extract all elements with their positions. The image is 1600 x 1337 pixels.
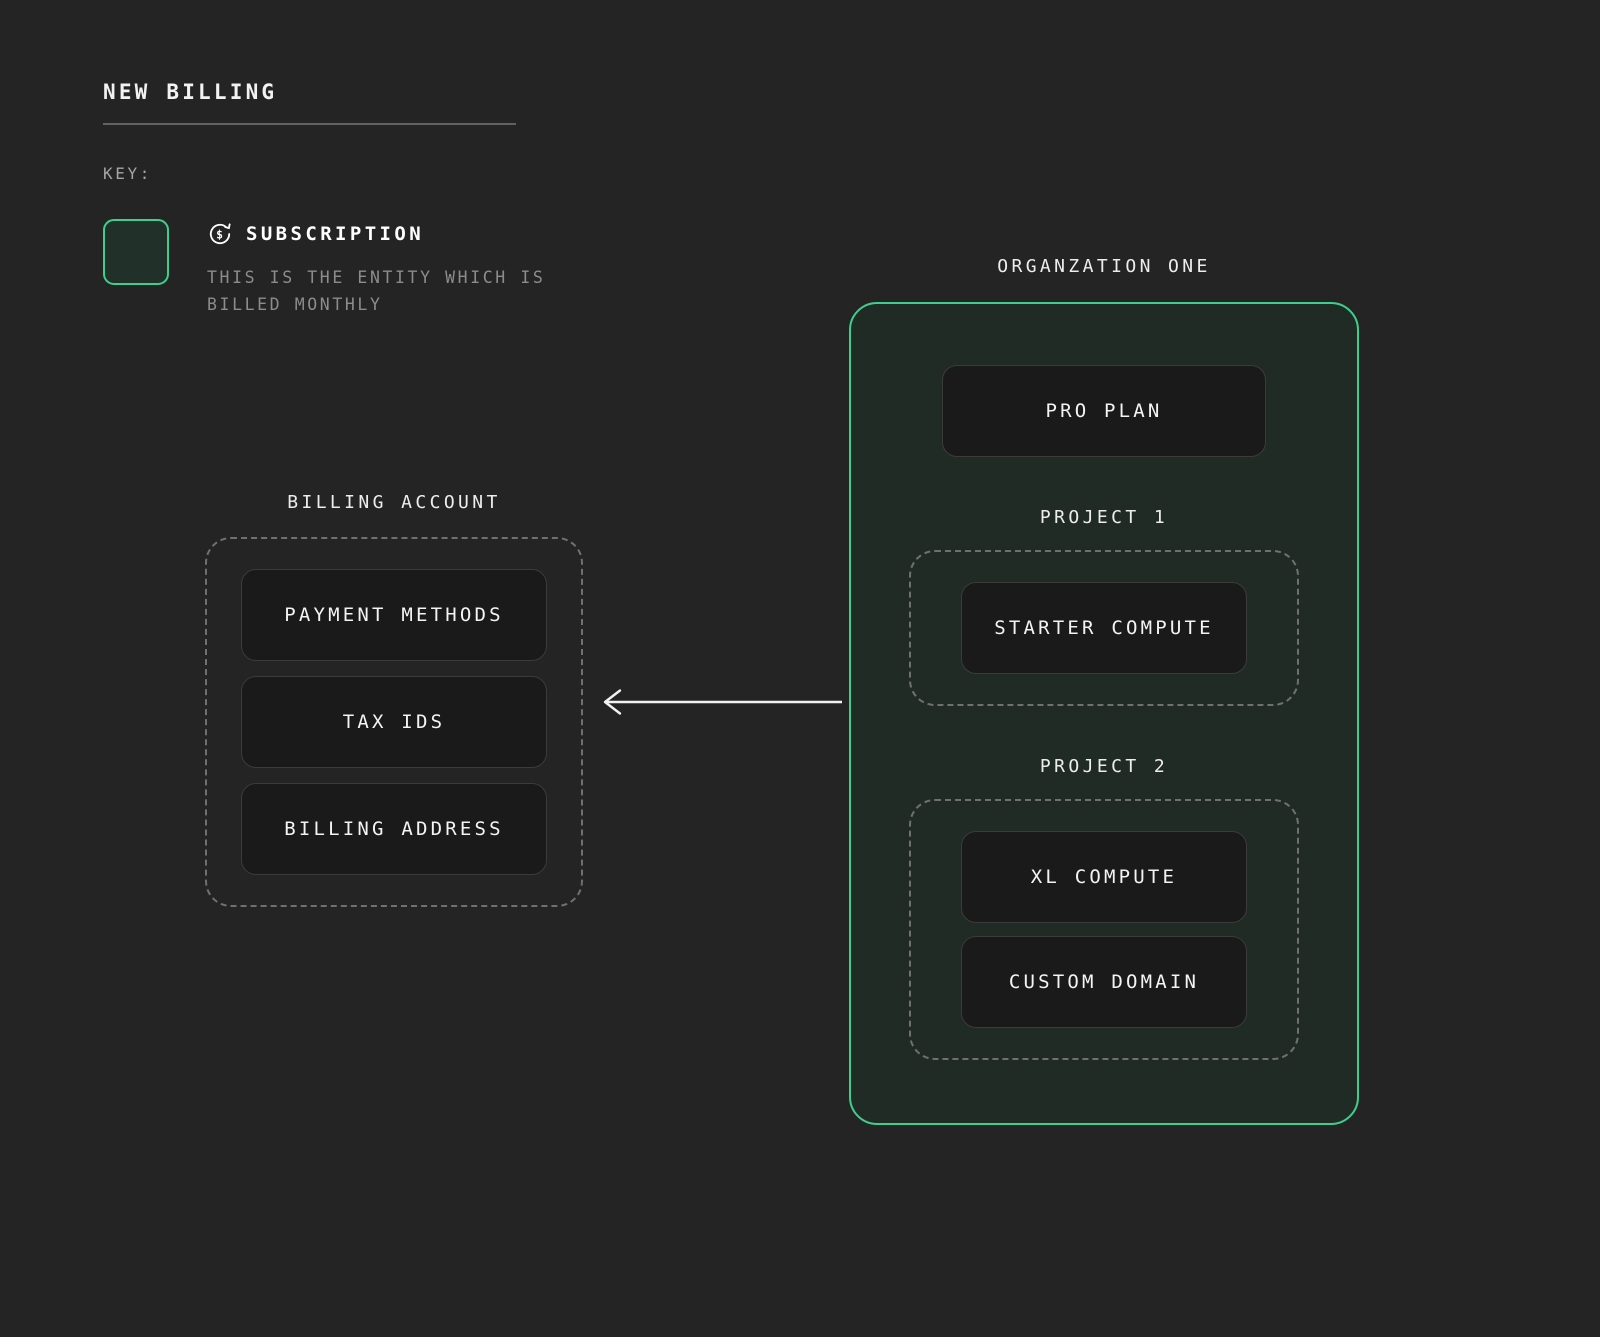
organization-group: ORGANZATION ONE PRO PLAN PROJECT 1 START… (849, 256, 1359, 1125)
page-header: NEW BILLING (103, 80, 518, 126)
svg-text:$: $ (216, 228, 223, 242)
card-tax-ids[interactable]: TAX IDS (241, 676, 547, 768)
arrow-org-to-billing-account (598, 688, 844, 716)
page-title: NEW BILLING (103, 80, 278, 104)
legend-text-block: $ SUBSCRIPTION THIS IS THE ENTITY WHICH … (207, 219, 627, 318)
project-1-caption: PROJECT 1 (1039, 507, 1169, 528)
key-label: KEY: (103, 164, 152, 183)
title-divider (103, 123, 516, 126)
legend-subscription: $ SUBSCRIPTION THIS IS THE ENTITY WHICH … (103, 219, 627, 318)
legend-title: SUBSCRIPTION (246, 223, 425, 245)
organization-caption: ORGANZATION ONE (997, 256, 1211, 277)
card-billing-address[interactable]: BILLING ADDRESS (241, 783, 547, 875)
card-xl-compute[interactable]: XL COMPUTE (961, 831, 1247, 923)
project-group-2: PROJECT 2 XL COMPUTE CUSTOM DOMAIN (909, 756, 1299, 1060)
legend-color-swatch (103, 219, 169, 285)
billing-account-group: BILLING ACCOUNT PAYMENT METHODS TAX IDS … (205, 492, 583, 907)
arrow-left-icon (603, 689, 844, 715)
legend-description: THIS IS THE ENTITY WHICH IS BILLED MONTH… (207, 268, 546, 314)
billing-account-container: PAYMENT METHODS TAX IDS BILLING ADDRESS (205, 537, 583, 907)
project-2-caption: PROJECT 2 (1039, 756, 1169, 777)
billing-account-caption: BILLING ACCOUNT (287, 492, 501, 513)
subscription-recurring-dollar-icon: $ (209, 223, 231, 245)
card-custom-domain[interactable]: CUSTOM DOMAIN (961, 936, 1247, 1028)
card-payment-methods[interactable]: PAYMENT METHODS (241, 569, 547, 661)
project-2-container: XL COMPUTE CUSTOM DOMAIN (909, 799, 1299, 1060)
card-pro-plan[interactable]: PRO PLAN (942, 365, 1266, 457)
project-1-container: STARTER COMPUTE (909, 550, 1299, 706)
project-group-1: PROJECT 1 STARTER COMPUTE (909, 507, 1299, 706)
organization-container: PRO PLAN PROJECT 1 STARTER COMPUTE PROJE… (849, 302, 1359, 1125)
card-starter-compute[interactable]: STARTER COMPUTE (961, 582, 1247, 674)
